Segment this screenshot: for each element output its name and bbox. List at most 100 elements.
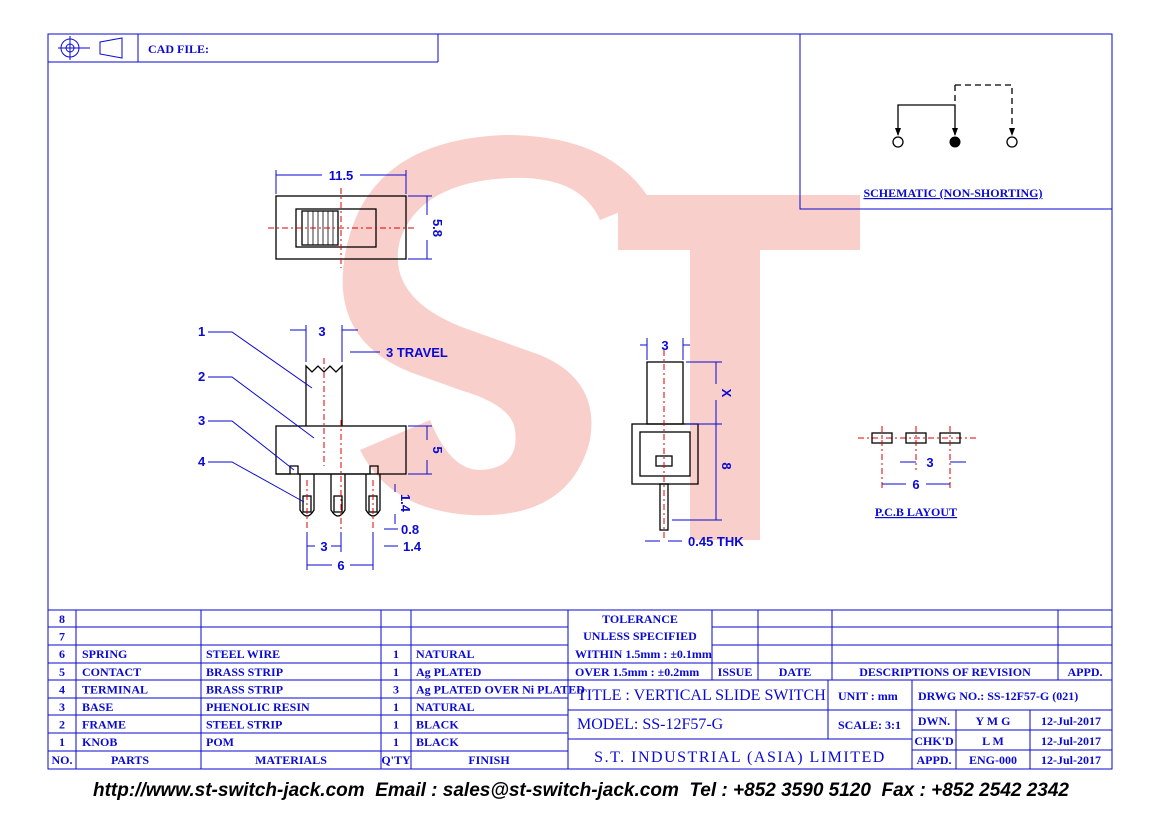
unit-label: UNIT : mm <box>838 689 898 703</box>
front-dims: 3 3 TRAVEL 5 1.4 0.8 1.4 3 6 <box>290 324 448 573</box>
revision-date-header: DATE <box>779 665 811 679</box>
dim-pcb-span: 6 <box>912 477 919 492</box>
callout-3: 3 <box>198 413 205 428</box>
pcb-layout: 3 6 <box>858 426 978 492</box>
callouts: 1 2 3 4 <box>198 324 315 503</box>
dim-travel: 3 TRAVEL <box>386 345 448 360</box>
dim-pin-width: 0.8 <box>401 522 419 537</box>
bom-qty-cell: 1 <box>393 735 399 749</box>
dwn-date: 12-Jul-2017 <box>1041 714 1101 728</box>
bom-qty-cell: 3 <box>393 682 399 696</box>
dim-top-width: 11.5 <box>329 168 354 183</box>
callout-1: 1 <box>198 324 205 339</box>
bom-material-cell: STEEL WIRE <box>206 647 280 661</box>
bom-header-no: NO. <box>52 753 73 767</box>
bom-material-cell: STEEL STRIP <box>206 718 282 732</box>
bom-header-finish: FINISH <box>468 753 510 767</box>
dim-pcb-pitch: 3 <box>926 455 933 470</box>
side-view <box>631 350 699 540</box>
title-block <box>48 609 1112 769</box>
callout-2: 2 <box>198 369 205 384</box>
scale-label: SCALE: 3:1 <box>838 718 901 732</box>
bom-no-cell: 1 <box>59 735 65 749</box>
bom-qty-cell: 1 <box>393 700 399 714</box>
chk-date: 12-Jul-2017 <box>1041 734 1101 748</box>
bom-no-cell: 6 <box>59 647 65 661</box>
dim-side-8: 8 <box>719 462 734 469</box>
bom-no-cell: 3 <box>59 700 65 714</box>
bom-part-cell: BASE <box>82 700 113 714</box>
cad-file-label: CAD FILE: <box>148 42 209 56</box>
drawing-title: TITLE : VERTICAL SLIDE SWITCH <box>577 687 826 704</box>
tolerance-title: TOLERANCE <box>602 612 678 626</box>
appd-code: ENG-000 <box>969 753 1017 767</box>
dim-pitch: 3 <box>320 539 327 554</box>
dim-thickness: 0.45 THK <box>688 534 744 549</box>
bom-header-qty: Q'TY <box>381 753 411 767</box>
bom-header-material: MATERIALS <box>255 753 327 767</box>
revision-appd-header: APPD. <box>1068 665 1103 679</box>
revision-issue-header: ISSUE <box>718 665 753 679</box>
contact-footer: http://www.st-switch-jack.com Email : sa… <box>92 780 1069 801</box>
bom-qty-cell: 1 <box>393 718 399 732</box>
dim-span: 6 <box>337 558 344 573</box>
bom-finish-cell: BLACK <box>416 735 459 749</box>
tolerance-line-1: WITHIN 1.5mm : ±0.1mm <box>575 647 712 661</box>
bom-finish-cell: NATURAL <box>416 647 474 661</box>
schematic-caption: SCHEMATIC (NON-SHORTING) <box>863 186 1042 200</box>
bom-no-cell: 5 <box>59 665 65 679</box>
projection-symbol-icon <box>58 36 123 60</box>
dim-front-knob: 3 <box>318 324 325 339</box>
schematic-box <box>799 33 1113 210</box>
chk-label: CHK'D <box>914 734 954 748</box>
bom-material-cell: PHENOLIC RESIN <box>206 700 310 714</box>
dim-top-height: 5.8 <box>430 219 445 237</box>
revision-desc-header: DESCRIPTIONS OF REVISION <box>859 665 1031 679</box>
bom-header-part: PARTS <box>111 753 149 767</box>
dwn-label: DWN. <box>918 714 950 728</box>
bom-no-cell: 8 <box>59 612 65 626</box>
appd-label: APPD. <box>917 753 952 767</box>
chk-initials: L M <box>982 734 1004 748</box>
bom-finish-cell: Ag PLATED <box>416 665 482 679</box>
bom-no-cell: 4 <box>59 682 65 696</box>
bom-material-cell: BRASS STRIP <box>206 682 283 696</box>
bom-no-cell: 2 <box>59 718 65 732</box>
top-view <box>268 188 414 268</box>
schematic-symbol <box>892 84 1018 148</box>
bom-material-cell: BRASS STRIP <box>206 665 283 679</box>
drawing-number: DRWG NO.: SS-12F57-G (021) <box>918 689 1078 703</box>
model-name: MODEL: SS-12F57-G <box>577 716 724 733</box>
dim-pin-length: 1.4 <box>398 494 413 513</box>
bom-material-cell: POM <box>206 735 234 749</box>
bom-finish-cell: NATURAL <box>416 700 474 714</box>
dim-side-knob: 3 <box>661 338 668 353</box>
bom-part-cell: FRAME <box>82 718 126 732</box>
tolerance-line-2: OVER 1.5mm : ±0.2mm <box>575 665 699 679</box>
bom-qty-cell: 1 <box>393 665 399 679</box>
bom-finish-cell: Ag PLATED OVER Ni PLATED <box>416 682 585 696</box>
bom-part-cell: TERMINAL <box>82 682 148 696</box>
watermark-logo: ST <box>0 0 860 540</box>
bom-finish-cell: BLACK <box>416 718 459 732</box>
bom-part-cell: KNOB <box>82 735 117 749</box>
callout-4: 4 <box>198 454 206 469</box>
bom-part-cell: CONTACT <box>82 665 141 679</box>
side-dims: 3 X 8 0.45 THK <box>640 338 744 549</box>
dim-body-height: 5 <box>430 446 445 453</box>
sheet-border <box>47 33 1113 770</box>
company-name: S.T. INDUSTRIAL (ASIA) LIMITED <box>594 749 886 766</box>
dim-pin-gap: 1.4 <box>403 539 422 554</box>
appd-date: 12-Jul-2017 <box>1041 753 1101 767</box>
pcb-caption: P.C.B LAYOUT <box>875 505 957 519</box>
tolerance-subtitle: UNLESS SPECIFIED <box>583 629 697 643</box>
bom-no-cell: 7 <box>59 630 65 644</box>
tolerance-cell: TOLERANCE UNLESS SPECIFIED WITHIN 1.5mm … <box>575 612 712 679</box>
front-view <box>275 358 407 530</box>
dim-side-x: X <box>719 389 734 398</box>
dwn-initials: Y M G <box>976 714 1011 728</box>
bom-qty-cell: 1 <box>393 647 399 661</box>
watermark-text: ST <box>0 0 2 1</box>
